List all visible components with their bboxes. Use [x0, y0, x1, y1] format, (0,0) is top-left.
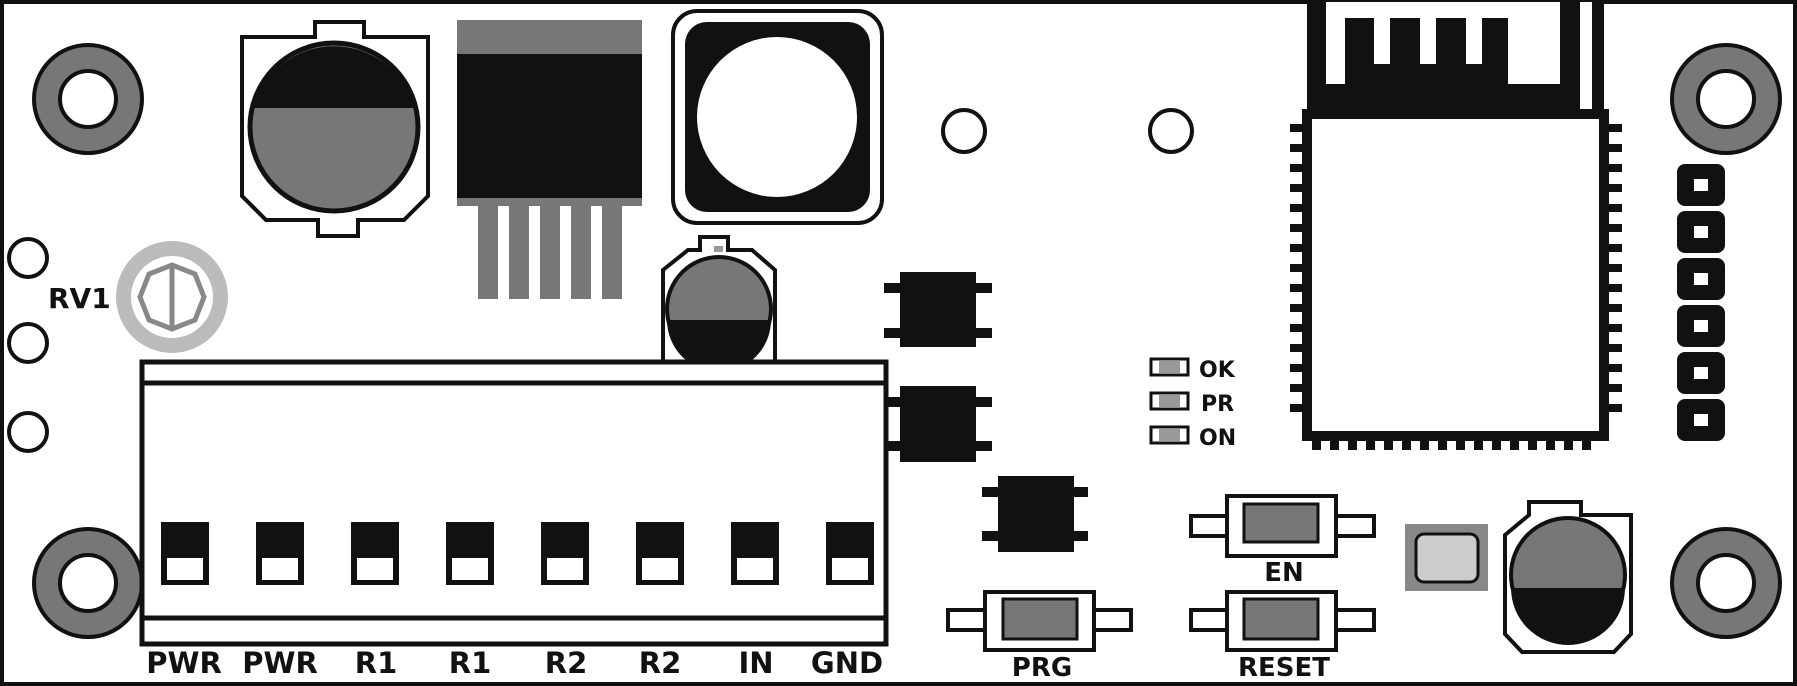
- terminal-pin-1: [161, 522, 209, 585]
- terminal-label-5: R2: [545, 646, 588, 680]
- terminal-label-1: PWR: [146, 646, 222, 680]
- edge-hole-3: [7, 411, 49, 453]
- mounting-hole-bottom-right: [1670, 527, 1782, 639]
- terminal-pin-7: [731, 522, 779, 585]
- electrolytic-capacitor-small: [661, 235, 777, 372]
- electrolytic-capacitor-large: [240, 20, 430, 238]
- potentiometer-rv1: [116, 241, 228, 353]
- button-reset-label: RESET: [1238, 653, 1330, 683]
- terminal-pin-2: [256, 522, 304, 585]
- terminal-label-6: R2: [639, 646, 682, 680]
- rv1-label: RV1: [48, 282, 111, 315]
- wifi-module-side-pins: [1290, 124, 1622, 412]
- pin-header: [1677, 164, 1725, 441]
- electrolytic-capacitor-bottom: [1503, 500, 1633, 654]
- terminal-pin-4: [446, 522, 494, 585]
- power-inductor: [671, 9, 884, 225]
- smd-chip-2: [884, 386, 992, 462]
- edge-hole-1: [7, 237, 49, 279]
- led-label-on: ON: [1199, 426, 1236, 451]
- wifi-module: [1302, 2, 1609, 441]
- smd-chip-1: [884, 272, 992, 347]
- mounting-hole-top-left: [32, 43, 144, 155]
- terminal-label-3: R1: [355, 646, 398, 680]
- button-reset[interactable]: [1189, 590, 1376, 652]
- via-1: [941, 108, 987, 154]
- terminal-pins: [161, 522, 874, 585]
- terminal-label-2: PWR: [242, 646, 318, 680]
- voltage-regulator: [457, 20, 642, 299]
- via-2: [1148, 108, 1194, 154]
- smd-chip-3: [982, 476, 1088, 552]
- terminal-pin-6: [636, 522, 684, 585]
- screw-terminal-block: [139, 359, 889, 647]
- mounting-hole-bottom-left: [32, 527, 144, 639]
- terminal-pin-5: [541, 522, 589, 585]
- button-en-label: EN: [1264, 558, 1304, 588]
- terminal-pin-8: [826, 522, 874, 585]
- led-ok: [1149, 357, 1190, 377]
- terminal-label-4: R1: [449, 646, 492, 680]
- terminal-label-8: GND: [811, 646, 883, 680]
- mounting-hole-top-right: [1670, 43, 1782, 155]
- button-prg-label: PRG: [1012, 653, 1072, 683]
- wifi-module-bottom-pins: [1312, 436, 1591, 450]
- terminal-label-7: IN: [738, 646, 773, 680]
- button-en[interactable]: [1189, 494, 1376, 558]
- terminal-pin-3: [351, 522, 399, 585]
- led-label-pr: PR: [1201, 392, 1234, 417]
- led-on: [1149, 425, 1190, 445]
- led-label-ok: OK: [1199, 358, 1236, 383]
- led-pr: [1149, 391, 1190, 411]
- edge-hole-2: [7, 322, 49, 364]
- button-prg[interactable]: [946, 590, 1133, 652]
- terminal-labels: PWR PWR R1 R1 R2 R2 IN GND: [146, 646, 883, 680]
- crystal-resonator: [1405, 524, 1488, 591]
